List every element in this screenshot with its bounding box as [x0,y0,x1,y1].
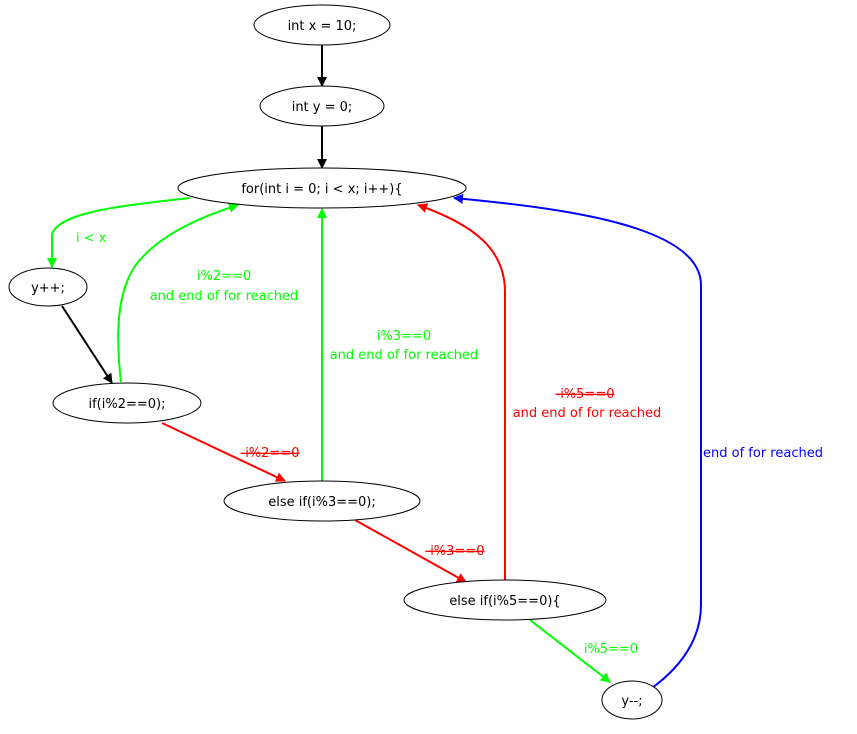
label-mod5-false-line1: -i%5==0 [556,387,615,402]
node-for-loop: for(int i = 0; i < x; i++){ [177,167,467,209]
label-i-lt-x: i < x [76,231,107,246]
label-not-mod2: -i%2==0 [241,446,300,461]
node-if-mod2: if(i%2==0); [52,382,202,424]
edge-else-if-mod5-to-y-dec [529,619,611,683]
label-end-of-for: end of for reached [703,446,823,461]
node-int-y-label: int y = 0; [292,100,353,115]
label-mod2-true-line1: i%2==0 [197,269,251,284]
edge-for-to-y-inc [47,197,191,268]
node-if-mod2-label: if(i%2==0); [88,397,165,412]
node-y-inc: y++; [8,267,88,307]
label-mod3-true-line2: and end of for reached [330,348,479,363]
edge-y-inc-to-if-mod2 [61,305,113,384]
node-else-if-mod3-label: else if(i%3==0); [268,495,376,510]
label-mod5-true: i%5==0 [584,642,638,657]
node-for-loop-label: for(int i = 0; i < x; i++){ [241,182,402,197]
edge-else-if-mod5-to-for [417,203,506,580]
edge-if-mod2-to-for [117,202,239,383]
edge-if-mod2-to-else-if-mod3 [161,422,286,482]
node-else-if-mod5: else if(i%5==0){ [403,579,607,621]
label-mod3-true-line1: i%3==0 [377,329,431,344]
node-else-if-mod5-label: else if(i%5==0){ [449,594,560,609]
node-y-dec-label: y--; [621,694,642,709]
node-y-inc-label: y++; [31,281,65,296]
node-int-y: int y = 0; [259,85,385,127]
node-int-x-label: int x = 10; [288,19,357,34]
node-else-if-mod3: else if(i%3==0); [223,480,421,522]
label-mod2-true-line2: and end of for reached [150,289,299,304]
label-not-mod3: -i%3==0 [426,544,485,559]
edge-y-dec-to-for [453,193,702,689]
node-y-dec: y--; [601,680,663,720]
edge-else-if-mod3-to-else-if-mod5 [354,519,467,583]
label-mod5-false-line2: and end of for reached [513,406,662,421]
node-int-x: int x = 10; [253,4,391,46]
